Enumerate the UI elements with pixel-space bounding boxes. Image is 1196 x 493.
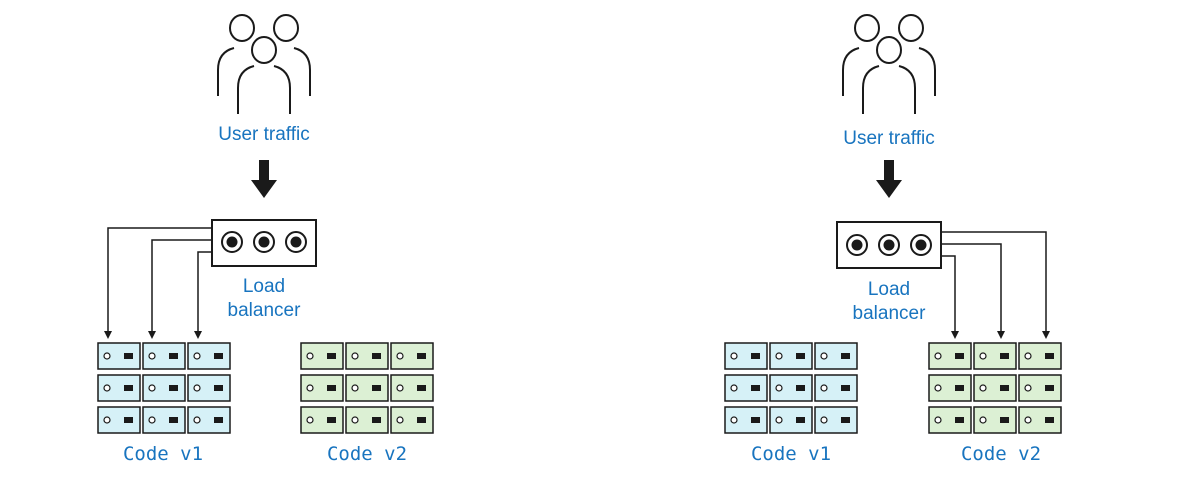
load-balancer-label-line2: balancer: [853, 303, 927, 324]
server-unit-icon: [724, 374, 768, 402]
server-unit-icon: [345, 374, 389, 402]
code-v2-label: Code v2: [327, 443, 407, 465]
server-unit-icon: [973, 342, 1017, 370]
code-v2-label: Code v2: [961, 443, 1041, 465]
server-unit-icon: [187, 342, 231, 370]
server-rack-code-v1: [97, 342, 231, 434]
server-unit-icon: [1018, 342, 1062, 370]
route-line-1: [104, 227, 212, 339]
server-unit-icon: [345, 342, 389, 370]
server-unit-icon: [1018, 374, 1062, 402]
server-unit-icon: [769, 406, 813, 434]
down-arrow-icon: [251, 160, 277, 198]
load-balancer-label-line1: Load: [868, 279, 910, 300]
server-unit-icon: [1018, 406, 1062, 434]
route-line-3: [941, 231, 1050, 339]
server-unit-icon: [769, 342, 813, 370]
server-unit-icon: [300, 374, 344, 402]
server-rack-code-v1: [724, 342, 858, 434]
panel-before: User traffic Load balancer: [97, 14, 434, 465]
load-balancer-icon: [836, 221, 942, 269]
load-balancer-icon: [211, 219, 317, 267]
route-line-1: [941, 255, 959, 339]
route-line-2: [148, 239, 212, 339]
server-unit-icon: [345, 406, 389, 434]
server-unit-icon: [928, 374, 972, 402]
users-icon: [217, 14, 311, 114]
server-unit-icon: [187, 406, 231, 434]
server-unit-icon: [769, 374, 813, 402]
server-unit-icon: [97, 406, 141, 434]
load-balancer-label-line1: Load: [243, 276, 285, 297]
server-unit-icon: [814, 374, 858, 402]
server-unit-icon: [390, 374, 434, 402]
server-unit-icon: [928, 406, 972, 434]
server-unit-icon: [814, 406, 858, 434]
server-unit-icon: [187, 374, 231, 402]
server-unit-icon: [142, 374, 186, 402]
server-unit-icon: [390, 406, 434, 434]
user-traffic-label: User traffic: [843, 128, 935, 149]
down-arrow-icon: [876, 160, 902, 198]
server-unit-icon: [814, 342, 858, 370]
panel-after: User traffic Load balancer: [724, 14, 1062, 465]
server-rack-code-v2: [928, 342, 1062, 434]
server-unit-icon: [973, 374, 1017, 402]
server-rack-code-v2: [300, 342, 434, 434]
users-icon: [842, 14, 936, 114]
routing-lines: [941, 231, 1050, 339]
server-unit-icon: [724, 406, 768, 434]
routing-lines: [104, 227, 212, 339]
server-unit-icon: [97, 342, 141, 370]
route-line-2: [941, 243, 1005, 339]
server-unit-icon: [300, 342, 344, 370]
load-balancer-label-line2: balancer: [228, 300, 302, 321]
server-unit-icon: [300, 406, 344, 434]
server-unit-icon: [724, 342, 768, 370]
server-unit-icon: [97, 374, 141, 402]
code-v1-label: Code v1: [123, 443, 203, 465]
server-unit-icon: [928, 342, 972, 370]
user-traffic-label: User traffic: [218, 124, 310, 145]
route-line-3: [194, 251, 212, 339]
code-v1-label: Code v1: [751, 443, 831, 465]
server-unit-icon: [142, 406, 186, 434]
server-unit-icon: [973, 406, 1017, 434]
server-unit-icon: [390, 342, 434, 370]
server-unit-icon: [142, 342, 186, 370]
